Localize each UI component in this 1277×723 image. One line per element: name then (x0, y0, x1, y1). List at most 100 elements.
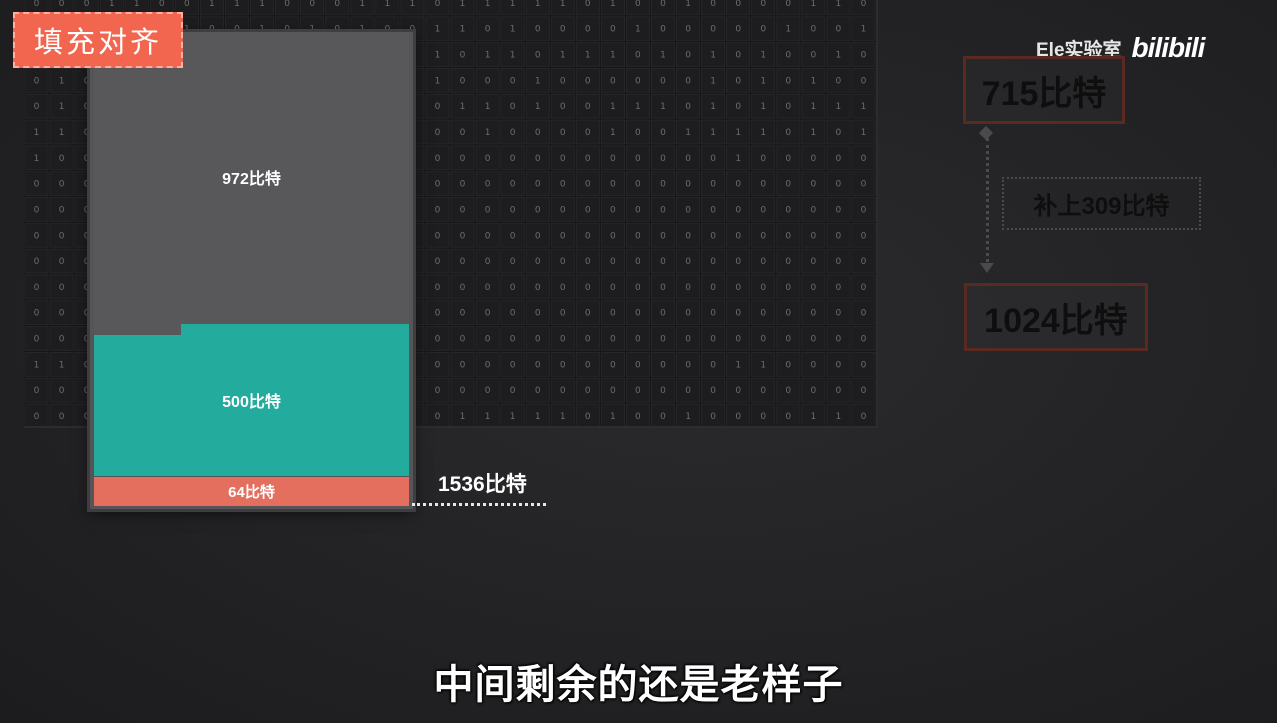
bit-cell (24, 352, 49, 377)
bit-cell (450, 197, 475, 222)
bit-value: 0 (760, 386, 766, 396)
bit-value: 0 (34, 335, 40, 345)
bit-cell (525, 93, 550, 119)
bit-value: 0 (435, 154, 441, 164)
bit-value: 0 (560, 76, 566, 86)
bit-value: 0 (685, 335, 691, 345)
bit-value: 0 (510, 128, 516, 138)
bit-cell (651, 377, 676, 403)
bit-value: 1 (836, 51, 842, 61)
bit-cell (676, 93, 701, 119)
bit-cell (751, 248, 776, 274)
bit-cell (600, 42, 626, 67)
bit-value: 0 (660, 180, 666, 190)
bit-cell (776, 68, 801, 93)
bit-cell (801, 93, 826, 119)
title-tag: 填充对齐 (13, 12, 183, 68)
bit-value: 0 (836, 76, 842, 86)
bit-value: 0 (84, 412, 90, 422)
bit-cell (49, 93, 74, 119)
bit-cell (851, 0, 876, 16)
bit-value: 0 (585, 154, 591, 164)
bit-value: 0 (34, 386, 40, 396)
bit-value: 1 (685, 128, 691, 138)
bit-cell (475, 119, 500, 145)
bit-cell (450, 171, 475, 196)
bit-value: 0 (585, 102, 591, 112)
bit-cell (575, 300, 600, 326)
bit-value: 0 (685, 76, 691, 86)
bit-cell (600, 16, 626, 42)
bit-value: 1 (710, 51, 716, 61)
bit-value: 0 (485, 180, 491, 190)
bit-cell (776, 119, 801, 145)
bit-value: 0 (84, 180, 90, 190)
bit-value: 0 (610, 180, 616, 190)
bit-cell (49, 222, 74, 248)
bit-value: 0 (710, 283, 716, 293)
bit-cell (550, 0, 575, 16)
bit-cell (701, 0, 726, 16)
bit-value: 1 (685, 0, 691, 9)
bit-value: 0 (811, 360, 817, 370)
bit-cell (751, 222, 776, 248)
bit-value: 1 (735, 128, 741, 138)
bit-value: 0 (585, 76, 591, 86)
bit-value: 0 (560, 154, 566, 164)
bit-value: 0 (760, 257, 766, 267)
bit-value: 0 (836, 128, 842, 138)
bit-value: 1 (59, 102, 65, 112)
bit-cell (851, 197, 876, 222)
bit-cell (751, 300, 776, 326)
bit-value: 0 (785, 412, 791, 422)
bit-value: 0 (660, 154, 666, 164)
bit-cell (500, 300, 525, 326)
bit-value: 0 (635, 283, 641, 293)
connector-dotted-line (986, 138, 989, 268)
bit-cell (475, 68, 500, 93)
bit-value: 0 (535, 283, 541, 293)
bit-cell (49, 68, 74, 93)
bit-value: 0 (685, 283, 691, 293)
bit-value: 0 (660, 283, 666, 293)
bit-cell (826, 16, 851, 42)
bit-value: 0 (685, 102, 691, 112)
bit-cell (801, 197, 826, 222)
bit-cell (701, 42, 726, 67)
bit-value: 0 (460, 128, 466, 138)
bit-cell (450, 119, 475, 145)
bit-cell (600, 300, 626, 326)
watermark: Ele实验室 bilibili (1036, 32, 1205, 64)
bit-cell (701, 68, 726, 93)
bit-value: 0 (785, 128, 791, 138)
bit-value: 0 (485, 386, 491, 396)
bit-cell (575, 68, 600, 93)
bit-cell (651, 326, 676, 351)
bit-cell (801, 326, 826, 351)
bit-value: 0 (435, 0, 441, 9)
bit-cell (425, 171, 450, 196)
bit-cell (676, 42, 701, 67)
bit-cell (425, 145, 450, 171)
bit-cell (575, 119, 600, 145)
bit-cell (525, 326, 550, 351)
bit-value: 0 (811, 154, 817, 164)
bit-cell (726, 377, 751, 403)
bit-cell (625, 326, 651, 351)
bit-cell (550, 222, 575, 248)
bit-cell (49, 377, 74, 403)
bit-cell (425, 248, 450, 274)
bit-value: 1 (785, 25, 791, 35)
bit-value: 1 (811, 102, 817, 112)
bit-value: 0 (685, 257, 691, 267)
bit-value: 0 (635, 180, 641, 190)
bit-value: 0 (760, 309, 766, 319)
bit-value: 1 (610, 51, 616, 61)
bit-cell (425, 197, 450, 222)
bit-cell (625, 145, 651, 171)
bit-cell (801, 377, 826, 403)
bit-cell (575, 93, 600, 119)
bit-value: 0 (735, 412, 741, 422)
bit-value: 0 (710, 309, 716, 319)
bit-cell (475, 352, 500, 377)
